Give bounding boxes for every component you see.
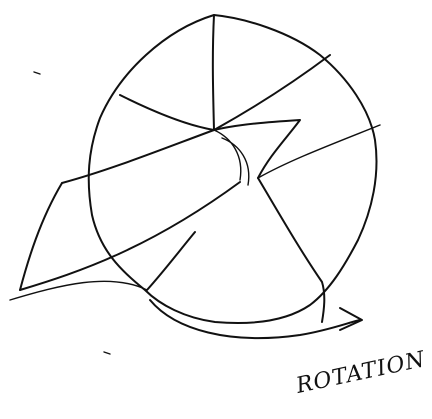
stray-mark-bottom — [104, 352, 110, 354]
spoke-upper-right — [214, 55, 330, 130]
spoke-top — [213, 15, 214, 130]
wheel-rim — [89, 15, 377, 323]
shaft-top-edge — [62, 130, 214, 183]
hub-cone — [214, 120, 300, 178]
rotation-arrow — [150, 300, 360, 338]
rotation-label: ROTATION — [293, 347, 428, 399]
spoke-upper-left — [120, 95, 214, 130]
shaft-rear-line — [10, 281, 147, 300]
spoke-lower-left — [147, 232, 195, 290]
hub-collar-inner — [214, 130, 241, 180]
rotation-arrowhead — [340, 308, 362, 330]
hub-collar — [222, 138, 249, 185]
stray-mark-top — [34, 72, 40, 74]
shaft-end — [20, 183, 62, 290]
